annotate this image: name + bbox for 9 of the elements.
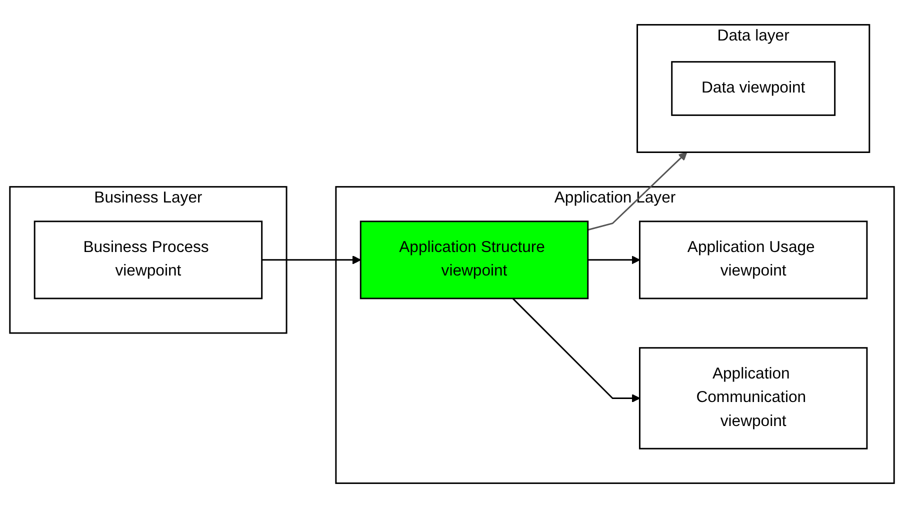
node-box: Application Communication viewpoint [638, 347, 868, 450]
node-box: Application Usage viewpoint [638, 220, 868, 300]
node-box: Application Structure viewpoint [360, 220, 589, 300]
arrow [512, 298, 640, 403]
node-box: Data viewpoint [671, 61, 836, 116]
arrow [588, 256, 640, 264]
arrow [262, 256, 362, 264]
node-box: Business Process viewpoint [34, 220, 263, 300]
arrow [588, 152, 688, 231]
